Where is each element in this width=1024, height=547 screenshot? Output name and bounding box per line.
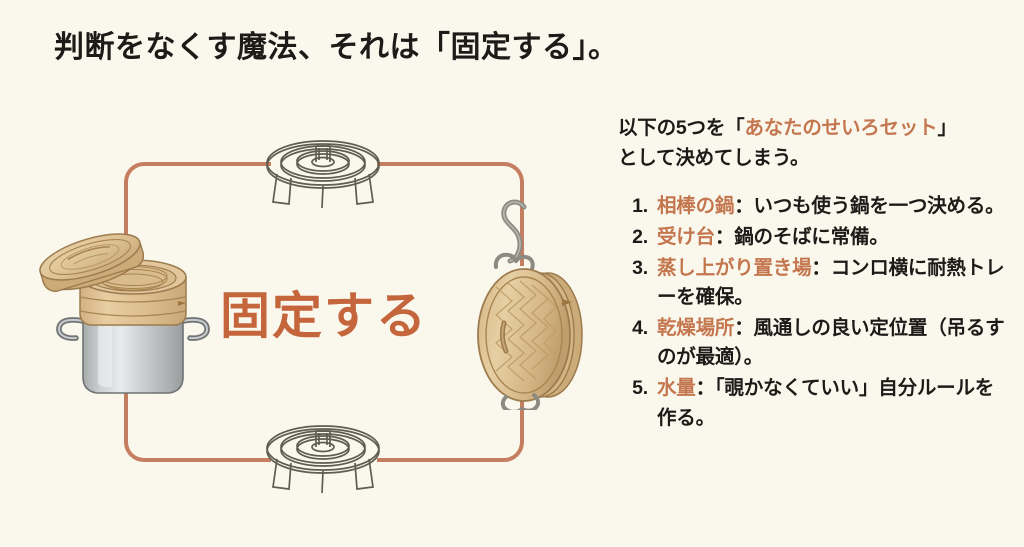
frame-edge-top-right (377, 162, 462, 166)
list-item-body: 蒸し上がり置き場：コンロ横に耐熱トレーを確保。 (657, 254, 1010, 313)
frame-edge-bottom-left (186, 458, 271, 462)
diagram-panel: 固定する (0, 100, 600, 530)
list-item-label: 水量 (657, 377, 696, 399)
intro-text-highlight: あなたのせいろセット (744, 117, 938, 139)
wire-trivet-rack-icon-top (253, 130, 393, 216)
list-item-separator: ： (734, 195, 754, 218)
list-item-number: 3. (632, 256, 648, 279)
intro-text-after: 」 (937, 117, 957, 139)
frame-corner-bottom-right (458, 396, 524, 462)
list-item-number: 5. (632, 377, 648, 399)
list-item-separator: ： (734, 316, 754, 339)
list-item-description: いつも使う鍋を一つ決める。 (753, 195, 1005, 218)
frame-corner-top-left (124, 162, 190, 228)
hanging-bamboo-steamer-icon (466, 195, 606, 414)
intro-text: 以下の5つを「あなたのせいろセット」 として決めてしまう。 (618, 114, 1010, 173)
list-item-number: 4. (632, 316, 648, 339)
intro-text-before: 以下の5つを「 (618, 117, 745, 139)
bamboo-steamer-on-pot-icon (28, 225, 238, 410)
list-item-label: 受け台 (657, 225, 715, 248)
frame-edge-top-left (186, 162, 271, 166)
list-item-separator: ： (811, 256, 831, 279)
frame-corner-top-right (458, 162, 524, 228)
list-item-label: 乾燥場所 (657, 316, 735, 339)
list-item-separator: ： (695, 377, 716, 399)
list-item-description: 鍋のそばに常備。 (734, 225, 889, 248)
list-item: 2. 受け台：鍋のそばに常備。 (618, 223, 1010, 253)
frame-edge-bottom-right (377, 458, 462, 462)
list-item-label: 蒸し上がり置き場 (657, 256, 812, 279)
list-item: 4. 乾燥場所：風通しの良い定位置（吊るすのが最適）。 (618, 314, 1010, 373)
frame-corner-bottom-left (124, 396, 190, 462)
list-item-description: 「覗かなくていい」自分ルールを作る。 (657, 377, 995, 429)
list-item-number: 1. (632, 195, 648, 218)
list-item-body: 相棒の鍋：いつも使う鍋を一つ決める。 (657, 192, 1010, 222)
list-item: 5. 水量：「覗かなくていい」自分ルールを作る。 (618, 374, 1010, 433)
rule-list: 1. 相棒の鍋：いつも使う鍋を一つ決める。 2. 受け台：鍋のそばに常備。 3.… (618, 192, 1010, 433)
list-item-body: 乾燥場所：風通しの良い定位置（吊るすのが最適）。 (657, 314, 1010, 373)
list-item-description: 風通しの良い定位置（吊るすのが最適）。 (657, 316, 1005, 369)
list-item-description: コンロ横に耐熱トレーを確保。 (657, 256, 1005, 309)
list-item-separator: ： (714, 225, 735, 248)
intro-text-line2: として決めてしまう。 (618, 146, 810, 169)
list-item-number: 2. (632, 225, 648, 248)
list-item-body: 水量：「覗かなくていい」自分ルールを作る。 (657, 374, 1010, 433)
list-item-label: 相棒の鍋 (657, 195, 735, 218)
list-item: 1. 相棒の鍋：いつも使う鍋を一つ決める。 (618, 192, 1010, 222)
text-column: 以下の5つを「あなたのせいろセット」 として決めてしまう。 1. 相棒の鍋：いつ… (618, 114, 1010, 434)
wire-trivet-rack-icon-bottom (253, 415, 393, 501)
list-item: 3. 蒸し上がり置き場：コンロ横に耐熱トレーを確保。 (618, 254, 1010, 313)
list-item-body: 受け台：鍋のそばに常備。 (657, 223, 1010, 253)
page-title: 判断をなくす魔法、それは「固定する」。 (54, 31, 619, 64)
